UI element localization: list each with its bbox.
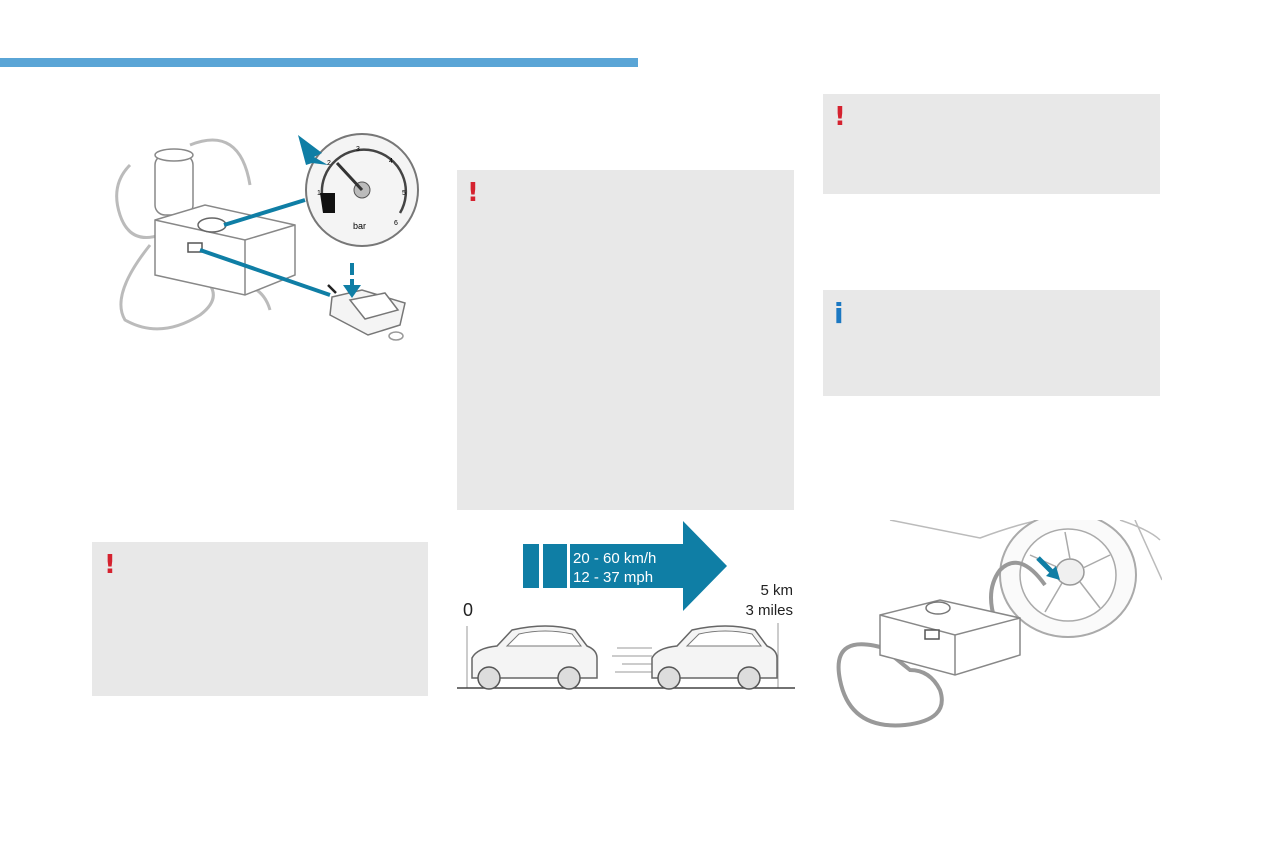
driving-speed-diagram: 20 - 60 km/h 12 - 37 mph 0 5 km 3 miles: [457, 518, 795, 693]
speed-kmh: 20 - 60 km/h: [573, 550, 656, 567]
car-moving: [651, 625, 778, 690]
header-accent-bar: [0, 58, 638, 67]
speed-arrow: [570, 521, 727, 611]
car-start: [471, 625, 598, 690]
svg-text:bar: bar: [353, 221, 366, 231]
compressor-gauge-illustration: 1 2 3 4 5 6 bar: [100, 125, 440, 350]
svg-text:6: 6: [394, 220, 398, 227]
speed-mph: 12 - 37 mph: [573, 569, 653, 586]
start-distance: 0: [463, 600, 473, 620]
svg-text:5: 5: [402, 190, 406, 197]
svg-text:3: 3: [356, 146, 360, 153]
svg-text:4: 4: [389, 158, 393, 165]
svg-text:2: 2: [327, 160, 331, 167]
info-note-right: i: [823, 290, 1160, 396]
warning-note-middle: !: [457, 170, 794, 510]
arrow-stripe: [543, 544, 567, 588]
arrow-stripe: [523, 544, 539, 588]
distance-km: 5 km: [760, 582, 793, 599]
warning-icon: !: [834, 102, 846, 132]
warning-note-left: !: [92, 542, 428, 696]
warning-icon: !: [467, 178, 479, 208]
svg-text:1: 1: [317, 190, 321, 197]
warning-note-right: !: [823, 94, 1160, 194]
compressor-tyre-illustration: [830, 512, 1163, 735]
warning-icon: !: [104, 550, 116, 580]
motion-lines: [612, 647, 652, 673]
distance-miles: 3 miles: [745, 602, 793, 619]
info-icon: i: [834, 297, 844, 330]
